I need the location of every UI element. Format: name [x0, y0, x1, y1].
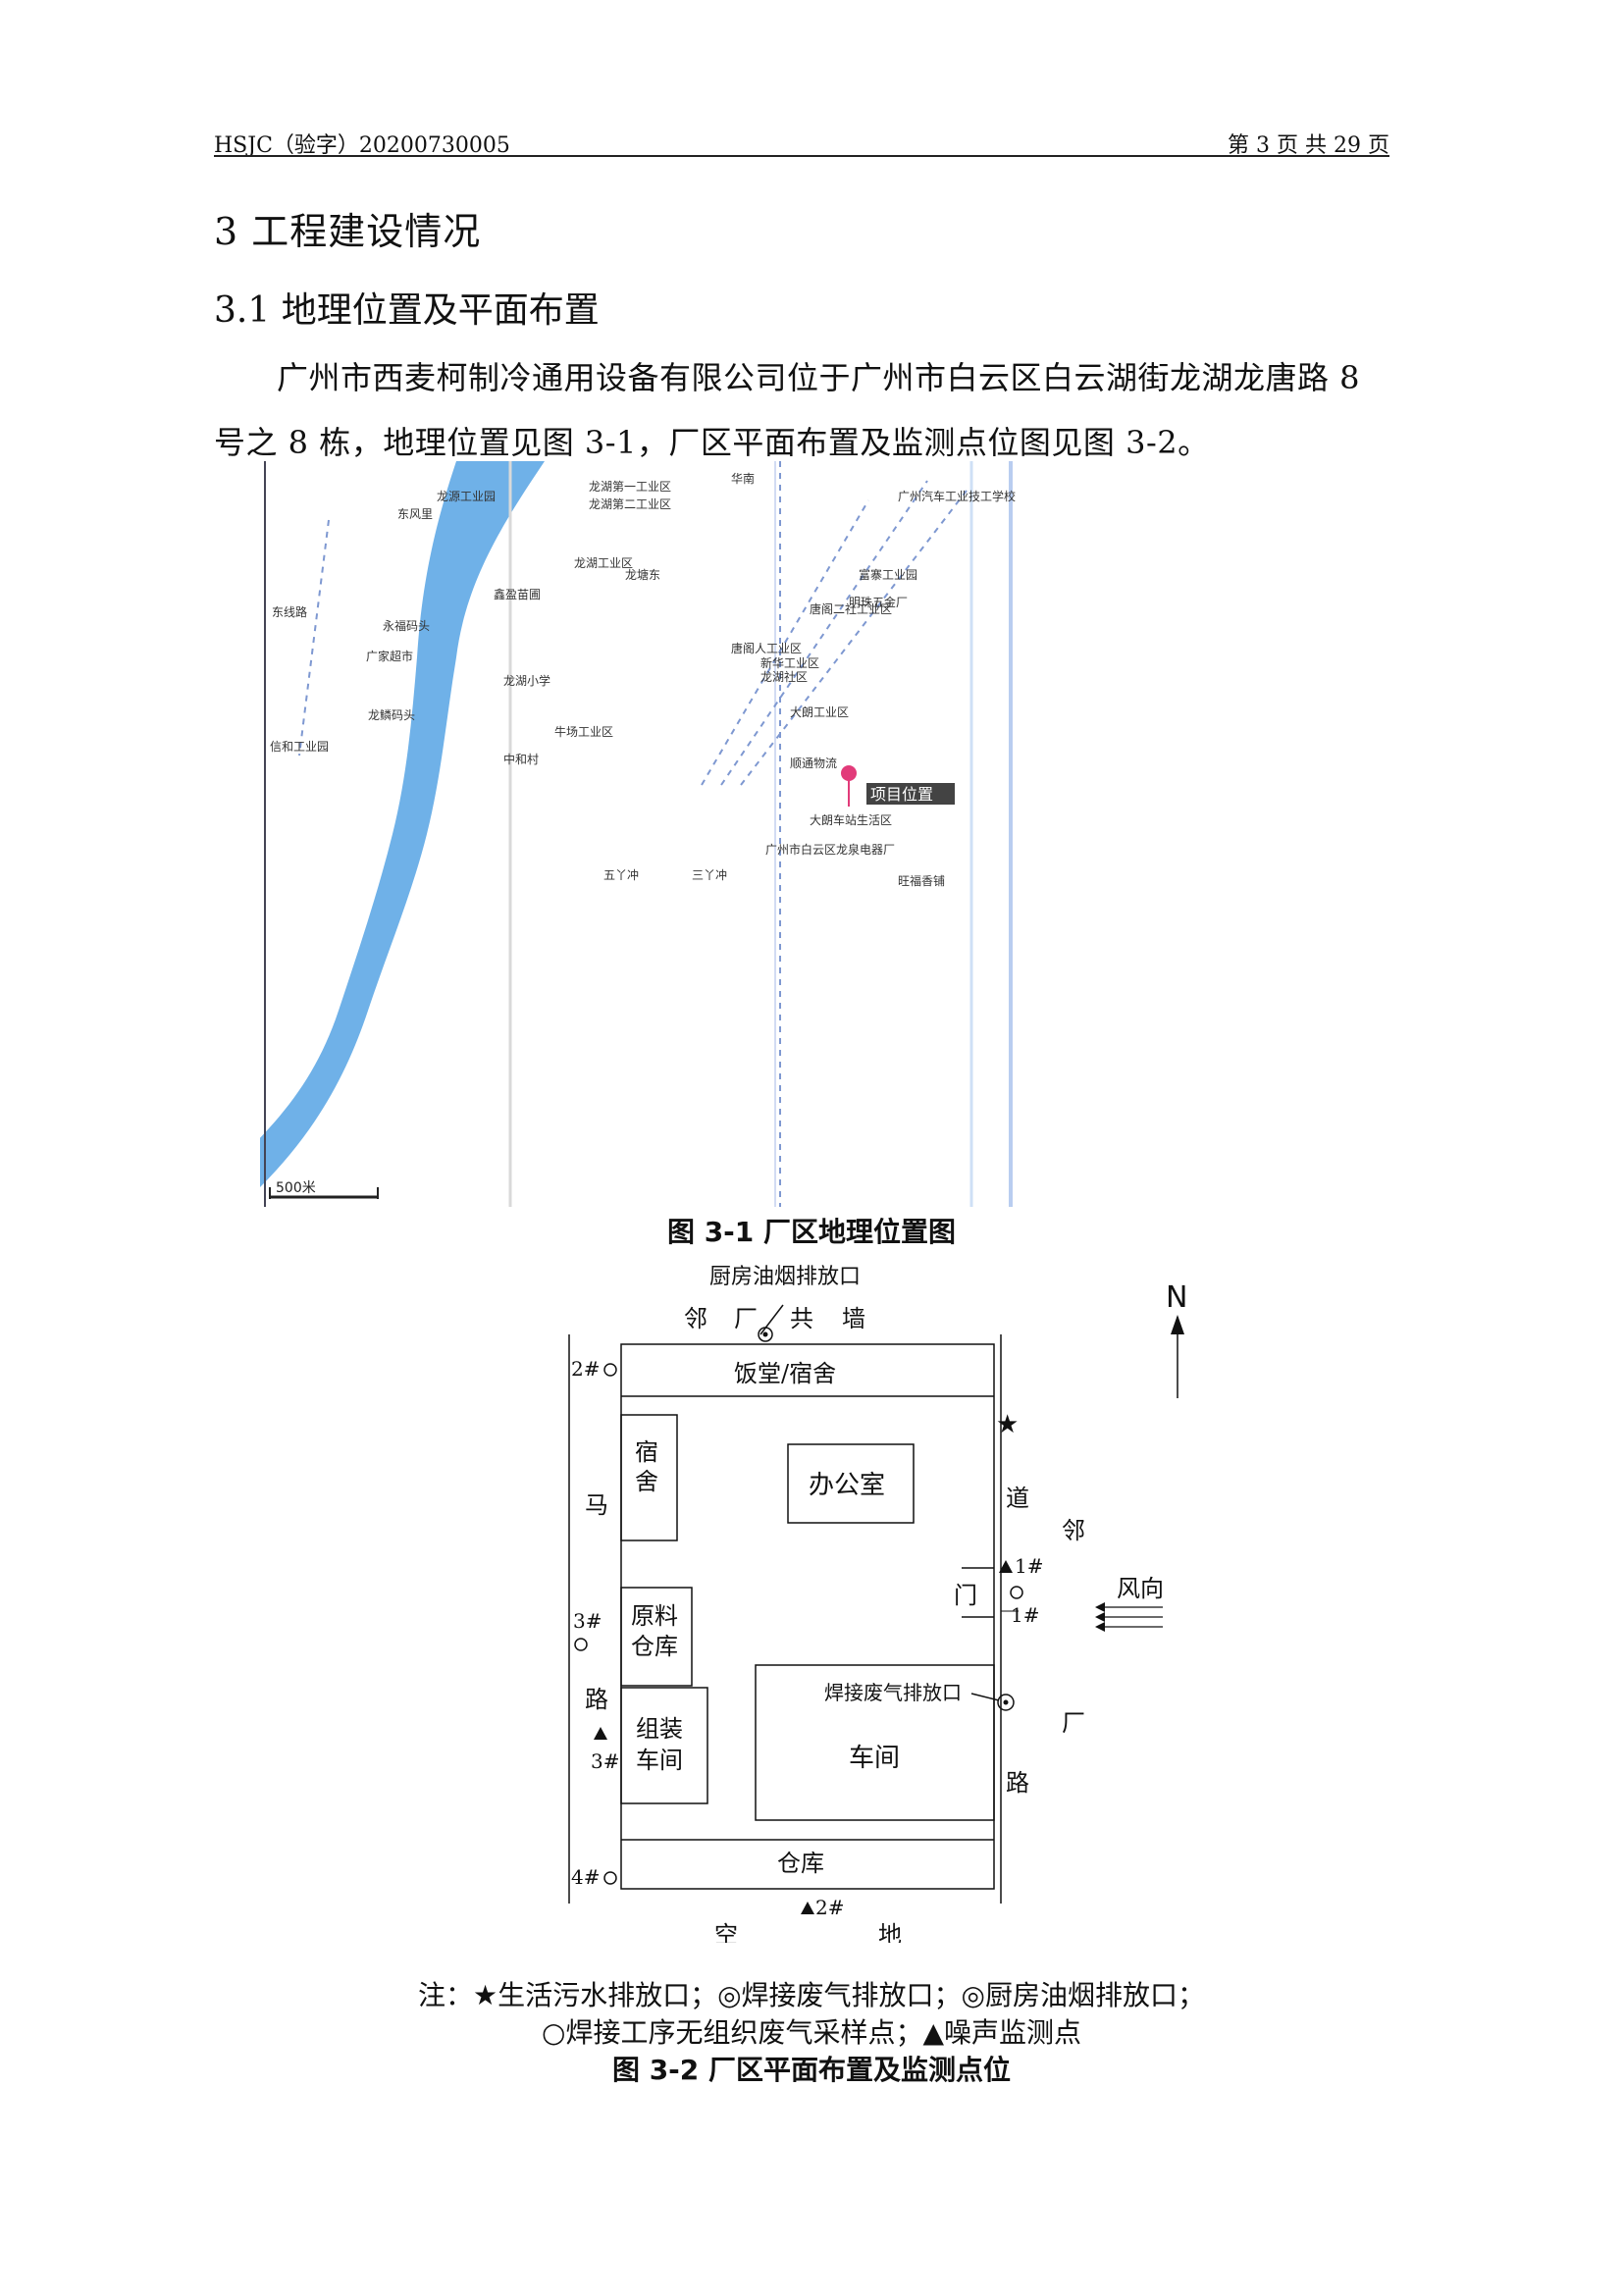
noise-point-2	[801, 1902, 814, 1914]
page-number: 第 3 页 共 29 页	[1228, 133, 1389, 158]
map-place-label: 东线路	[272, 604, 307, 619]
wind-arrow-icon-3	[1095, 1622, 1105, 1632]
weld-outlet-symbol	[997, 1694, 1015, 1711]
map-place-label: 鑫盈苗圃	[494, 587, 541, 601]
map-place-label: 大朗车站生活区	[810, 812, 892, 827]
kitchen-outlet-symbol	[758, 1327, 773, 1342]
map-place-label: 明珠五金厂	[849, 595, 908, 609]
map-place-label: 富寨工业园	[859, 567, 917, 582]
map-place-label: 牛场工业区	[554, 724, 613, 739]
noise-point-2-label: 2#	[815, 1896, 844, 1919]
sample-point-3-label: 3#	[573, 1609, 602, 1633]
left-road-2: 路	[585, 1686, 608, 1713]
office-label: 办公室	[809, 1471, 885, 1500]
map-place-label: 广州市白云区龙泉电器厂	[765, 842, 895, 857]
map-place-label: 五丫冲	[603, 867, 639, 882]
map-place-label: 龙湖工业区	[574, 555, 633, 570]
map-place-label: 新华工业区	[760, 655, 819, 670]
right-road-1: 道	[1006, 1485, 1029, 1512]
map-place-label: 龙湖第一工业区	[589, 479, 671, 494]
noise-point-1-label: 1#	[1015, 1554, 1043, 1578]
kitchen-outlet-label: 厨房油烟排放口	[709, 1265, 861, 1289]
assembly-label-1: 组装	[636, 1715, 683, 1743]
map-place-label: 唐阁人工业区	[731, 641, 802, 655]
header-rule	[214, 155, 1389, 157]
project-marker	[841, 765, 857, 781]
top-neighbor-4: 墙	[842, 1305, 865, 1332]
map-place-label: 华南	[731, 471, 755, 486]
sample-point-4-label: 4#	[571, 1865, 600, 1889]
wind-label: 风向	[1117, 1575, 1164, 1602]
sewage-outlet-star: ★	[996, 1410, 1019, 1439]
wind-arrow-icon-2	[1095, 1612, 1105, 1622]
section-title: 3 工程建设情况	[214, 210, 482, 253]
sample-point-1-label: 1#	[1011, 1603, 1039, 1627]
noise-point-3	[594, 1727, 607, 1740]
north-label: N	[1166, 1280, 1187, 1315]
sample-point-2	[603, 1363, 617, 1377]
location-map: 500米 项目位置 龙湖第一工业区龙湖第二工业区华南龙湖工业区龙塘东新华工业区龙…	[260, 461, 1300, 1207]
right-neighbor-1: 邻	[1062, 1517, 1085, 1544]
material-label-2: 仓库	[631, 1633, 678, 1660]
site-floorplan: 厨房油烟排放口 邻 厂 共 墙 饭堂/宿舍 仓库 宿 舍 办公室 原料 仓库 组…	[550, 1256, 1236, 1949]
legend-note-line-2: ○焊接工序无组织废气采样点；▲噪声监测点	[542, 2016, 1081, 2049]
scale-label: 500米	[276, 1180, 316, 1196]
map-place-label: 广家超市	[366, 649, 413, 663]
gate-label: 门	[954, 1582, 977, 1609]
map-place-label: 唐阁二社工业区	[810, 601, 892, 616]
map-place-label: 龙湖小学	[503, 673, 550, 688]
assembly-label-2: 车间	[636, 1747, 683, 1774]
figure-3-2-caption: 图 3-2 厂区平面布置及监测点位	[611, 2054, 1012, 2086]
warehouse-label: 仓库	[777, 1850, 824, 1877]
top-neighbor-1: 邻	[684, 1305, 707, 1332]
left-road-1: 马	[585, 1491, 608, 1519]
map-place-label: 永福码头	[383, 618, 430, 633]
sample-point-1	[1010, 1586, 1023, 1599]
map-place-label: 大朗工业区	[790, 705, 849, 719]
map-place-label: 中和村	[503, 752, 539, 766]
sample-point-3	[574, 1638, 588, 1651]
map-place-label: 龙鳞码头	[368, 708, 415, 722]
top-neighbor-3: 共	[790, 1305, 813, 1332]
bottom-2: 地	[878, 1921, 902, 1943]
map-place-label: 龙湖第二工业区	[589, 496, 671, 511]
weld-outlet-label: 焊接废气排放口	[824, 1681, 962, 1704]
sample-point-4	[603, 1871, 617, 1885]
right-road-2: 路	[1006, 1769, 1029, 1797]
map-place-label: 东风里	[397, 507, 433, 521]
document-id: HSJC（验字）20200730005	[214, 133, 510, 158]
map-place-label: 三丫冲	[692, 867, 727, 882]
map-place-label: 龙源工业园	[437, 490, 496, 503]
noise-point-3-label: 3#	[591, 1749, 619, 1773]
legend-note-line-1: 注：★生活污水排放口；◎焊接废气排放口；◎厨房油烟排放口；	[418, 1979, 1205, 2011]
bottom-1: 空	[714, 1921, 738, 1943]
map-place-label: 龙塘东	[625, 567, 660, 582]
map-place-label: 广州汽车工业技工学校	[898, 489, 1016, 503]
material-label-1: 原料	[631, 1602, 678, 1630]
map-place-label: 信和工业园	[270, 740, 329, 754]
dorm-label-1: 宿	[635, 1438, 658, 1466]
sample-point-2-label: 2#	[571, 1357, 600, 1381]
north-arrow-icon	[1171, 1315, 1184, 1334]
top-neighbor-2: 厂	[734, 1305, 758, 1332]
workshop-label: 车间	[849, 1744, 900, 1773]
map-place-label: 旺福香铺	[898, 873, 945, 888]
map-place-label: 龙湖社区	[760, 669, 808, 684]
right-neighbor-2: 厂	[1062, 1709, 1085, 1737]
body-paragraph: 广州市西麦柯制冷通用设备有限公司位于广州市白云区白云湖街龙湖龙唐路 8 号之 8…	[214, 359, 1361, 461]
river	[260, 461, 545, 1207]
subsection-title: 3.1 地理位置及平面布置	[214, 290, 600, 331]
wind-arrow-icon-1	[1095, 1602, 1105, 1612]
figure-3-1-caption: 图 3-1 厂区地理位置图	[666, 1216, 957, 1248]
project-label: 项目位置	[870, 785, 933, 804]
dorm-label-2: 舍	[635, 1468, 658, 1495]
map-place-label: 顺通物流	[790, 757, 837, 770]
canteen-label: 饭堂/宿舍	[734, 1360, 836, 1387]
noise-point-1	[999, 1560, 1013, 1573]
